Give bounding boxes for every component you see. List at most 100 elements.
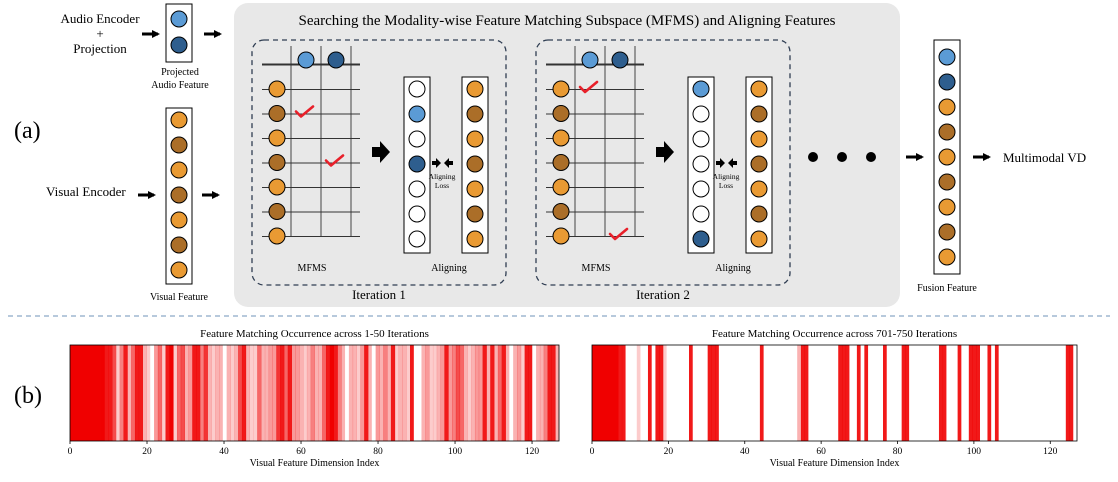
heatmap-cell bbox=[180, 345, 186, 441]
mfms-visual-node bbox=[268, 154, 286, 171]
heatmap-cell bbox=[318, 345, 323, 441]
heatmap-cell bbox=[1021, 345, 1026, 441]
heatmap-cell bbox=[471, 345, 476, 441]
mfms-visual-node bbox=[552, 227, 570, 245]
heatmap-cell bbox=[421, 345, 426, 441]
heatmap-cell bbox=[134, 345, 140, 441]
ellipsis-dot-1 bbox=[808, 152, 818, 162]
x-tick-label: 0 bbox=[590, 447, 595, 457]
heatmap-cell bbox=[371, 345, 377, 441]
fusion-node bbox=[938, 198, 956, 216]
mfms-audio-node bbox=[327, 51, 345, 69]
heatmap-cell bbox=[253, 345, 258, 441]
heatmap-cell bbox=[108, 345, 113, 441]
heatmap-cell bbox=[306, 345, 312, 441]
heatmap-cell bbox=[715, 345, 720, 441]
heatmap-chart: Feature Matching Occurrence across 701-7… bbox=[590, 328, 1078, 469]
heatmap-cell bbox=[524, 345, 529, 441]
heatmap-cell bbox=[367, 345, 373, 441]
heatmap-cell bbox=[1047, 345, 1052, 441]
heatmap-cell bbox=[291, 345, 296, 441]
heatmap-charts: Feature Matching Occurrence across 1-50 … bbox=[68, 328, 1078, 469]
heatmap-cell bbox=[909, 345, 914, 441]
heatmap-cell bbox=[207, 345, 212, 441]
aligned-node bbox=[692, 80, 710, 98]
heatmap-cell bbox=[127, 345, 132, 441]
mfms-audio-node bbox=[297, 51, 315, 69]
aligned-node bbox=[692, 180, 710, 198]
aligned-node bbox=[408, 155, 426, 173]
heatmap-cell bbox=[173, 345, 178, 441]
heatmap-cell bbox=[759, 345, 765, 441]
fusion-node bbox=[938, 48, 956, 66]
mfms-visual-node bbox=[552, 178, 570, 196]
mfms-visual-node bbox=[552, 154, 570, 171]
panel-title: Searching the Modality-wise Feature Matc… bbox=[299, 13, 836, 29]
heatmap-cell bbox=[249, 345, 254, 441]
heatmap-cell bbox=[655, 345, 660, 441]
heatmap-cell bbox=[733, 345, 738, 441]
heatmap-cell bbox=[448, 345, 453, 441]
heatmap-cell bbox=[413, 345, 419, 441]
heatmap-chart: Feature Matching Occurrence across 1-50 … bbox=[68, 328, 560, 469]
heatmap-cell bbox=[169, 345, 174, 441]
heatmap-cell bbox=[89, 345, 94, 441]
audio-node bbox=[170, 36, 188, 54]
heatmap-cell bbox=[406, 345, 411, 441]
aligning-visual-node bbox=[466, 205, 484, 223]
aligning-visual-node bbox=[750, 130, 768, 148]
heatmap-cell bbox=[119, 345, 124, 441]
heatmap-cell bbox=[264, 345, 270, 441]
heatmap-cell bbox=[486, 345, 491, 441]
loss-arrow-left bbox=[444, 158, 453, 168]
heatmap-cell bbox=[834, 345, 839, 441]
heatmap-cell bbox=[364, 345, 369, 441]
heatmap-cell bbox=[875, 345, 880, 441]
aligning-visual-node bbox=[750, 105, 768, 123]
heatmap-cell bbox=[245, 345, 250, 441]
mfms-visual-node bbox=[552, 203, 570, 220]
x-tick-label: 100 bbox=[967, 447, 982, 457]
aligned-node bbox=[408, 105, 426, 123]
fusion-node bbox=[938, 73, 956, 91]
aligning-visual-node bbox=[750, 80, 768, 98]
heatmap-cell bbox=[394, 345, 399, 441]
heatmap-cell bbox=[215, 345, 220, 441]
heatmap-cell bbox=[375, 345, 380, 441]
heatmap-cell bbox=[830, 345, 835, 441]
audio-node bbox=[170, 10, 188, 28]
heatmap-cell bbox=[73, 345, 79, 441]
heatmap-cell bbox=[998, 345, 1003, 441]
heatmap-cell bbox=[633, 345, 638, 441]
heatmap-cell bbox=[230, 345, 235, 441]
heatmap-cell bbox=[161, 345, 166, 441]
x-tick-label: 40 bbox=[740, 447, 750, 457]
aligning-loss-label: Aligning bbox=[713, 172, 740, 181]
heatmap-cell bbox=[815, 345, 820, 441]
heatmap-cell bbox=[238, 345, 243, 441]
aligning-visual-node bbox=[750, 180, 768, 198]
heatmap-cell bbox=[789, 345, 794, 441]
heatmap-cell bbox=[436, 345, 441, 441]
heatmap-cell bbox=[1073, 345, 1078, 441]
aligned-node bbox=[692, 230, 710, 248]
heatmap-cell bbox=[849, 345, 854, 441]
heatmap-cell bbox=[924, 345, 929, 441]
mfms-visual-node bbox=[268, 227, 286, 245]
fusion-node bbox=[938, 248, 956, 266]
heatmap-cell bbox=[211, 345, 216, 441]
heatmap-cell bbox=[440, 345, 445, 441]
x-tick-label: 20 bbox=[142, 447, 152, 457]
heatmap-cell bbox=[81, 345, 86, 441]
heatmap-cell bbox=[804, 345, 809, 441]
fusion-node bbox=[938, 173, 956, 191]
heatmap-cell bbox=[886, 345, 891, 441]
projected-audio-nodes bbox=[170, 10, 188, 54]
heatmap-cell bbox=[157, 345, 163, 441]
mfms-audio-node bbox=[581, 51, 599, 69]
heatmap-cell bbox=[295, 345, 300, 441]
heatmap-cell bbox=[1013, 345, 1018, 441]
heatmap-cell bbox=[897, 345, 903, 441]
